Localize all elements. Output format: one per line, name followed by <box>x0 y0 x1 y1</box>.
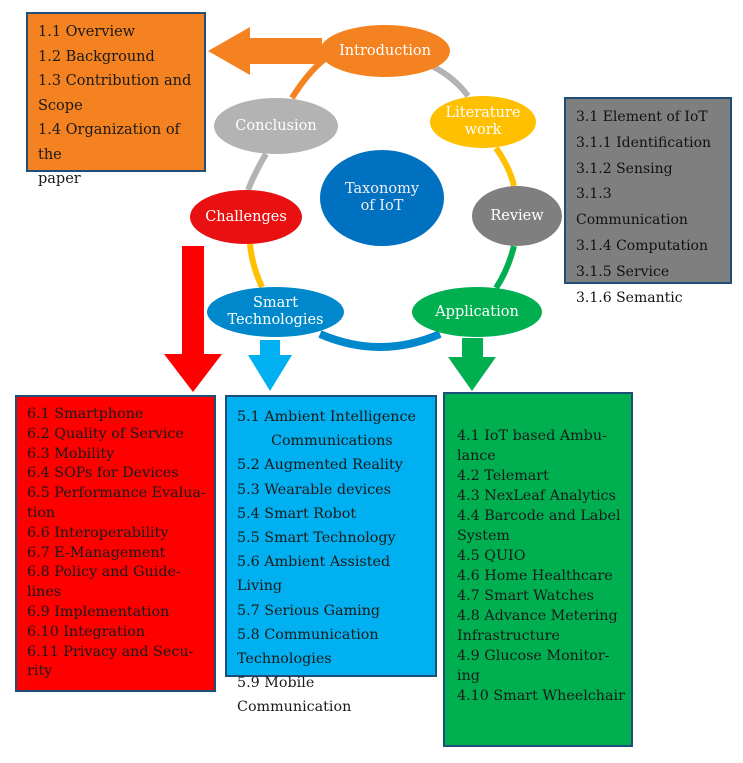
review-box: 3.1 Element of IoT 3.1.1 Identification … <box>564 97 732 306</box>
list-item: Communications <box>271 433 393 450</box>
list-item: 4.8 Advance Metering Infrastructure <box>457 608 618 644</box>
list-item: 6.5 Performance Evalua- tion <box>27 485 206 521</box>
node-smart-technologies: Smart Technologies <box>207 287 344 337</box>
list-item: 5.5 Smart Technology <box>237 530 396 547</box>
node-application: Application <box>412 287 542 337</box>
list-item: 5.2 Augmented Reality <box>237 457 403 474</box>
list-item: 4.1 IoT based Ambu- lance <box>457 428 607 464</box>
arc-challenges-conclusion <box>245 152 269 192</box>
arc-review-application <box>493 245 517 290</box>
arc-application-smart <box>318 330 442 351</box>
list-item: 1.4 Organization of the paper <box>38 122 180 187</box>
arrow-application <box>448 338 496 391</box>
arrow-challenges <box>164 246 222 392</box>
list-item: 5.6 Ambient Assisted Living <box>237 554 391 595</box>
list-item: 5.7 Serious Gaming <box>237 602 381 619</box>
list-item: 6.2 Quality of Service <box>27 425 184 442</box>
list-item: 4.3 NexLeaf Analytics <box>457 488 616 504</box>
list-item: 5.4 Smart Robot <box>237 505 357 522</box>
list-item: 6.4 SOPs for Devices <box>27 465 179 482</box>
node-review: Review <box>472 186 562 246</box>
list-item: 6.9 Implementation <box>27 603 170 620</box>
smart-technologies-box: 5.1 Ambient Intelligence Communications … <box>225 395 437 715</box>
node-conclusion: Conclusion <box>214 98 338 154</box>
challenges-box: 6.1 Smartphone 6.2 Quality of Service 6.… <box>15 395 216 692</box>
arc-conclusion-intro <box>289 55 328 100</box>
list-item: 6.7 E-Management <box>27 544 166 561</box>
arc-smart-challenges <box>247 243 265 289</box>
list-item: 1.2 Background <box>38 48 155 65</box>
list-item: 4.4 Barcode and Label System <box>457 508 621 544</box>
list-item: 4.10 Smart Wheelchair <box>457 688 625 704</box>
list-item: 3.1.4 Computation <box>576 237 708 254</box>
node-literature-work: Literature work <box>430 96 536 148</box>
node-introduction: Introduction <box>320 25 450 77</box>
list-item: 4.5 QUIO <box>457 548 526 564</box>
node-taxonomy-of-iot: Taxonomy of IoT <box>320 150 444 246</box>
arrow-smart <box>248 340 292 391</box>
list-item: 6.10 Integration <box>27 623 146 640</box>
arc-literature-review <box>493 146 517 187</box>
list-item: 6.3 Mobility <box>27 445 115 462</box>
list-item: 6.6 Interoperability <box>27 524 169 541</box>
application-box: 4.1 IoT based Ambu- lance 4.2 Telemart 4… <box>443 392 633 747</box>
list-item: 3.1.2 Sensing <box>576 160 673 177</box>
list-item: 1.1 Overview <box>38 24 136 40</box>
list-item: 4.7 Smart Watches <box>457 588 595 604</box>
list-item: 3.1.1 Identification <box>576 134 712 151</box>
list-item: 3.1 Element of IoT <box>576 109 708 125</box>
list-item: 4.6 Home Healthcare <box>457 568 613 584</box>
list-item: 6.8 Policy and Guide- lines <box>27 564 181 601</box>
introduction-box: 1.1 Overview 1.2 Background 1.3 Contribu… <box>26 12 206 187</box>
list-item: 3.1.3 Communication <box>576 186 688 229</box>
list-item: 3.1.6 Semantic <box>576 289 683 306</box>
list-item: 4.9 Glucose Monitor- ing <box>457 648 610 684</box>
list-item: 6.11 Privacy and Secu- rity <box>27 643 194 680</box>
list-item: 6.1 Smartphone <box>27 406 144 422</box>
arc-intro-literature <box>430 63 471 98</box>
list-item: 5.1 Ambient Intelligence <box>237 409 416 425</box>
list-item: 3.1.5 Service <box>576 263 670 280</box>
list-item: 4.2 Telemart <box>457 468 549 484</box>
list-item: 5.3 Wearable devices <box>237 481 391 498</box>
list-item: 1.3 Contribution and Scope <box>38 73 192 114</box>
list-item: 5.9 Mobile Communication <box>237 675 352 716</box>
list-item: 5.8 Communication Technologies <box>237 626 379 668</box>
node-challenges: Challenges <box>190 190 302 244</box>
arrow-introduction <box>208 27 322 75</box>
